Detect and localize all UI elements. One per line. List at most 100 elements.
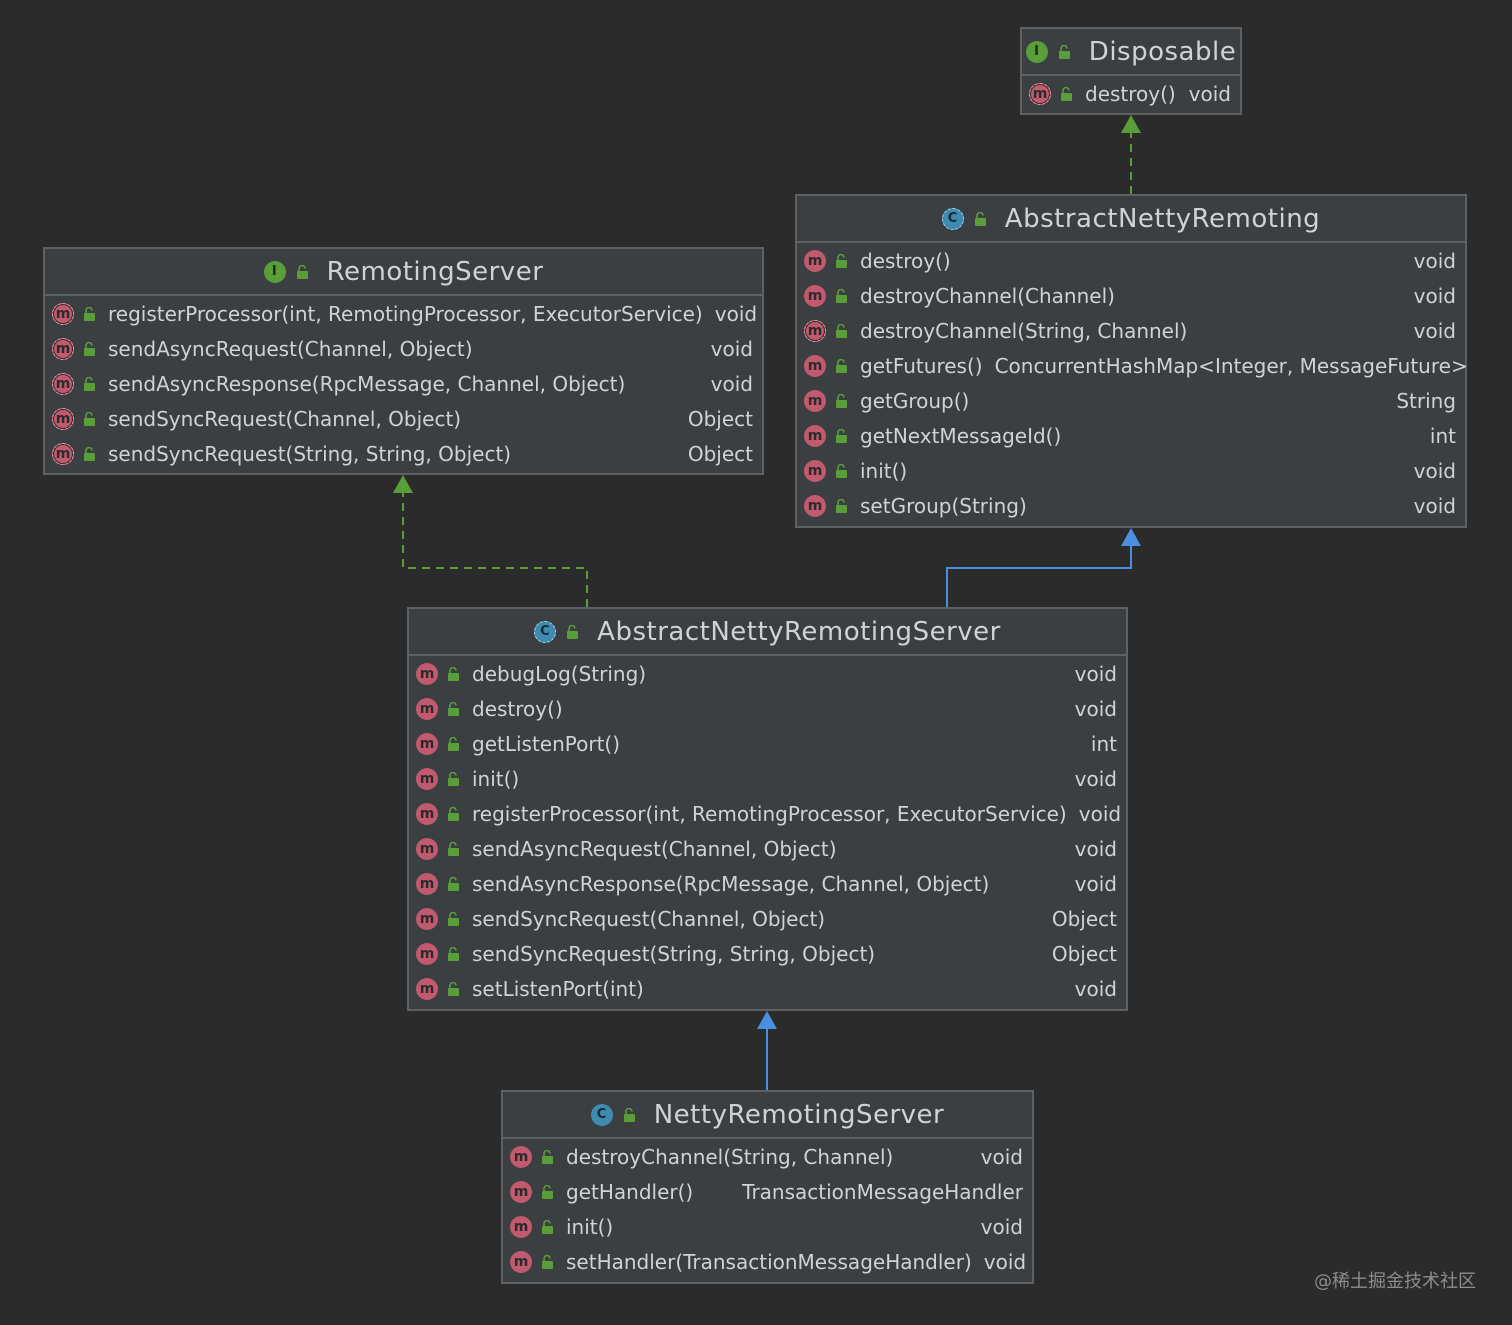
method-icon: m	[804, 494, 826, 517]
public-visibility-icon	[84, 306, 95, 321]
method-return-type: Object	[1051, 941, 1117, 966]
public-visibility-icon	[836, 323, 847, 338]
public-visibility-icon	[836, 463, 847, 478]
method-return-type: int	[1090, 731, 1117, 756]
method-name: registerProcessor(int, RemotingProcessor…	[472, 801, 1067, 826]
public-visibility-icon	[1058, 44, 1070, 59]
extends-abstract-netty-remoting-link	[946, 528, 1141, 607]
method-return-type: void	[710, 336, 753, 361]
method-return-type: void	[1188, 81, 1231, 106]
class-name: AbstractNettyRemotingServer	[597, 616, 1001, 647]
implements-disposable-link	[1121, 115, 1141, 194]
method-name: getFutures()	[860, 353, 983, 378]
method-name: destroyChannel(Channel)	[860, 283, 1115, 308]
method-icon: m	[1029, 82, 1051, 105]
method-row[interactable]: m init() void	[503, 1209, 1032, 1244]
method-return-type: void	[1078, 801, 1122, 826]
method-icon: m	[416, 732, 438, 755]
method-return-type: void	[1413, 283, 1456, 308]
public-visibility-icon	[836, 358, 847, 373]
method-name: destroyChannel(String, Channel)	[566, 1144, 894, 1169]
method-name: sendAsyncResponse(RpcMessage, Channel, O…	[472, 871, 990, 896]
method-return-type: void	[714, 301, 758, 326]
interface-icon: I	[263, 260, 286, 283]
method-icon: m	[510, 1180, 532, 1203]
method-name: sendSyncRequest(String, String, Object)	[108, 441, 512, 466]
method-icon: m	[52, 302, 74, 325]
method-name: debugLog(String)	[472, 661, 647, 686]
method-icon: m	[510, 1215, 532, 1238]
class-name: AbstractNettyRemoting	[1004, 203, 1321, 234]
method-return-type: Object	[687, 406, 753, 431]
public-visibility-icon	[448, 701, 459, 716]
public-visibility-icon	[542, 1254, 553, 1269]
method-row[interactable]: m sendAsyncResponse(RpcMessage, Channel, …	[409, 866, 1126, 901]
public-visibility-icon	[448, 876, 459, 891]
method-icon: m	[804, 389, 826, 412]
public-visibility-icon	[836, 288, 847, 303]
public-visibility-icon	[623, 1107, 635, 1122]
public-visibility-icon	[448, 736, 459, 751]
method-return-type: void	[980, 1214, 1023, 1239]
public-visibility-icon	[542, 1219, 553, 1234]
method-name: init()	[566, 1214, 614, 1239]
public-visibility-icon	[448, 981, 459, 996]
method-name: getNextMessageId()	[860, 423, 1062, 448]
public-visibility-icon	[448, 911, 459, 926]
public-visibility-icon	[296, 264, 308, 279]
method-icon: m	[416, 697, 438, 720]
method-name: init()	[472, 766, 520, 791]
method-icon: m	[416, 767, 438, 790]
method-return-type: void	[1074, 661, 1117, 686]
method-name: setListenPort(int)	[472, 976, 644, 1001]
public-visibility-icon	[448, 666, 459, 681]
method-return-type: void	[1413, 248, 1456, 273]
method-return-type: void	[1074, 766, 1117, 791]
method-name: destroy()	[860, 248, 951, 273]
public-visibility-icon	[84, 341, 95, 356]
abstract-class-icon: C	[941, 207, 964, 230]
public-visibility-icon	[542, 1184, 553, 1199]
method-name: init()	[860, 458, 908, 483]
method-icon: m	[416, 872, 438, 895]
method-icon: m	[416, 977, 438, 1000]
method-return-type: Object	[1051, 906, 1117, 931]
method-return-type: void	[1413, 493, 1456, 518]
method-name: destroy()	[472, 696, 563, 721]
method-row[interactable]: m init() void	[409, 761, 1126, 796]
method-return-type: void	[1074, 871, 1117, 896]
method-name: destroyChannel(String, Channel)	[860, 318, 1188, 343]
method-return-type: void	[1413, 458, 1456, 483]
